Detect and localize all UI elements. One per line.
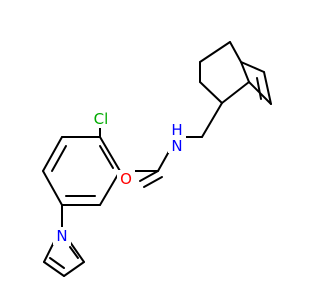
chlorine-label: Cl <box>94 110 109 128</box>
atom-labels: Cl H N O N <box>53 110 186 245</box>
pyrrole-nitrogen-label: N <box>56 227 67 245</box>
aromatic-double-bond <box>69 246 79 259</box>
bond-carbonyl-oxygen <box>139 170 159 182</box>
label-background <box>117 170 135 188</box>
bond <box>201 102 223 138</box>
bond <box>43 261 65 277</box>
aromatic-double-bond <box>99 145 114 169</box>
bond <box>43 241 55 263</box>
aromatic-double-bond <box>51 145 67 172</box>
bond-carbonyl-oxygen-double <box>143 176 163 188</box>
bond <box>221 81 250 104</box>
amide-hydrogen-label: H <box>171 121 182 139</box>
pyrrole-ring <box>43 204 85 277</box>
label-background <box>53 227 71 245</box>
bond <box>263 71 272 105</box>
bond <box>229 41 242 63</box>
bond <box>199 41 231 63</box>
bond <box>99 170 121 206</box>
benzene-ring <box>42 136 121 206</box>
bond <box>42 136 63 172</box>
label-background <box>168 123 186 153</box>
bond <box>240 61 265 73</box>
norbornene <box>199 41 272 138</box>
bond <box>199 81 223 104</box>
molecule-structure: Cl H N O N <box>42 41 272 277</box>
bond <box>99 136 121 172</box>
amide-nitrogen-label: N <box>171 137 182 155</box>
carbonyl-oxygen-label: O <box>120 170 132 188</box>
bond <box>63 261 85 277</box>
alkene-double-bond <box>256 77 262 100</box>
label-background <box>89 110 111 128</box>
aromatic-double-bond <box>49 257 65 269</box>
bond <box>42 170 63 206</box>
bond <box>69 241 85 263</box>
bond <box>240 61 250 83</box>
molecule-canvas: Cl H N O N <box>42 41 272 277</box>
